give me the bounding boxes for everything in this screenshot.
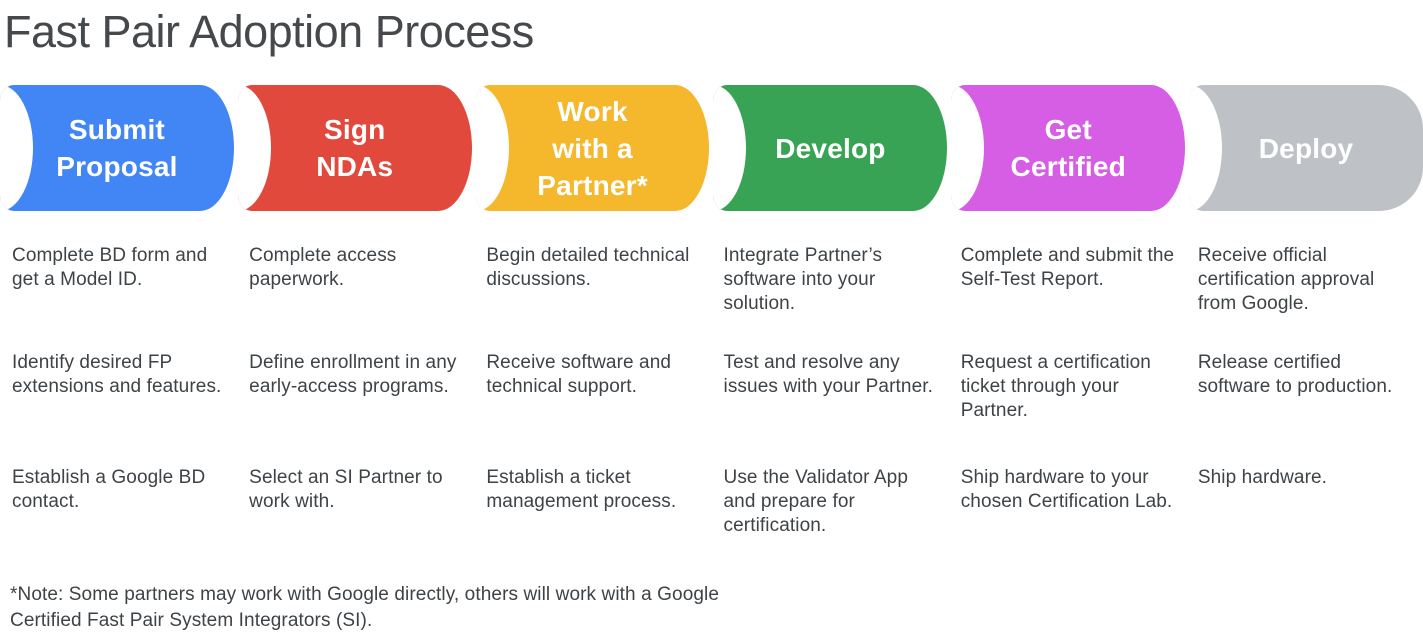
step-text: Identify desired FP extensions and featu… — [12, 352, 222, 397]
stage-submit-proposal: Submit Proposal — [0, 85, 234, 211]
step-text: Request a certification ticket through y… — [960, 352, 1151, 421]
stage-submit-proposal-label: Submit Proposal — [56, 114, 178, 182]
step-text: Release certified software to production… — [1197, 352, 1393, 397]
step-text: Begin detailed technical discussions. — [486, 245, 690, 290]
step-text: Establish a Google BD contact. — [12, 467, 206, 512]
stage-steps-columns: Complete BD form and get a Model ID. Ide… — [0, 244, 1423, 549]
stage-get-certified: Get Certified — [951, 85, 1186, 211]
step-text: Receive software and technical support. — [486, 352, 672, 397]
step-text: Test and resolve any issues with your Pa… — [723, 352, 933, 397]
steps-work-with-partner: Begin detailed technical discussions. Re… — [474, 244, 711, 549]
stage-sign-ndas-label: Sign NDAs — [316, 114, 394, 182]
step-text: Ship hardware to your chosen Certificati… — [960, 467, 1173, 512]
steps-get-certified: Complete and submit the Self-Test Report… — [949, 244, 1186, 549]
step-text: Define enrollment in any early-access pr… — [249, 352, 457, 397]
step-text: Use the Validator App and prepare for ce… — [723, 467, 908, 536]
step-text: Select an SI Partner to work with. — [249, 467, 443, 512]
steps-submit-proposal: Complete BD form and get a Model ID. Ide… — [0, 244, 237, 549]
stage-work-with-partner: Work with a Partner* — [475, 85, 710, 211]
step-text: Complete BD form and get a Model ID. — [12, 245, 208, 290]
page-title: Fast Pair Adoption Process — [4, 6, 534, 57]
stage-deploy-label: Deploy — [1258, 132, 1354, 164]
step-text: Ship hardware. — [1197, 467, 1328, 488]
step-text: Establish a ticket management process. — [486, 467, 677, 512]
step-text: Complete and submit the Self-Test Report… — [960, 245, 1175, 290]
stage-develop-label: Develop — [775, 132, 886, 164]
stage-get-certified-label: Get Certified — [1010, 114, 1126, 182]
stage-sign-ndas: Sign NDAs — [237, 85, 472, 211]
process-flow: Submit Proposal Sign NDAs Work with a Pa… — [0, 85, 1423, 211]
step-text: Integrate Partner’s software into your s… — [723, 245, 883, 314]
steps-deploy: Receive official certification approval … — [1186, 244, 1423, 549]
step-text: Complete access paperwork. — [249, 245, 397, 290]
steps-develop: Integrate Partner’s software into your s… — [712, 244, 949, 549]
stage-work-with-partner-label: Work with a Partner* — [537, 95, 648, 201]
footnote: *Note: Some partners may work with Googl… — [10, 584, 720, 631]
stage-deploy: Deploy — [1189, 85, 1423, 211]
step-text: Receive official certification approval … — [1197, 245, 1375, 314]
steps-sign-ndas: Complete access paperwork. Define enroll… — [237, 244, 474, 549]
stage-develop: Develop — [713, 85, 948, 211]
